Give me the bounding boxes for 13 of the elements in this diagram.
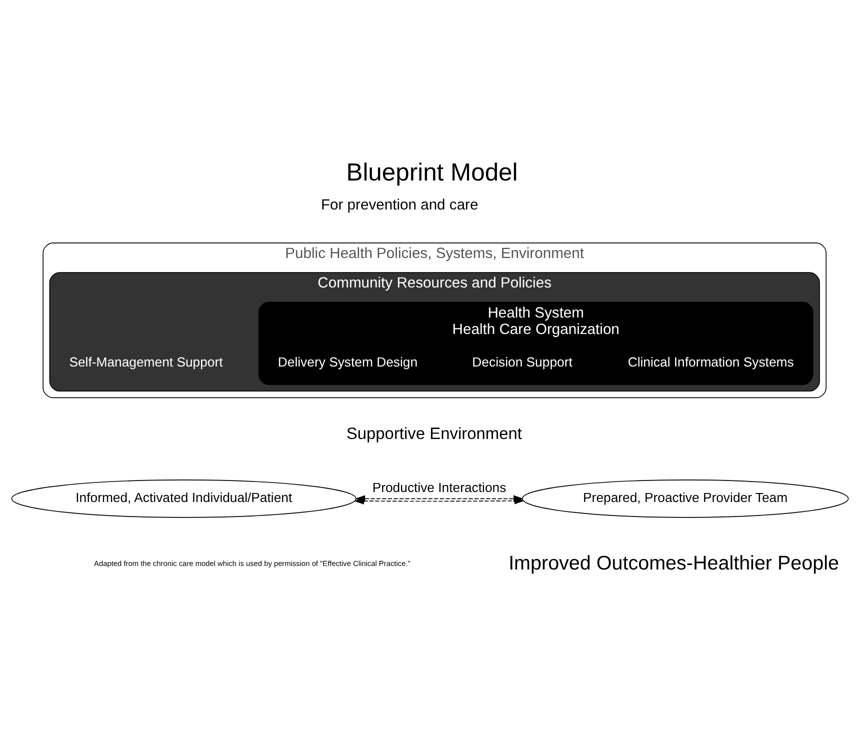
arrow: [355, 495, 524, 502]
node-text: Delivery System Design: [278, 354, 418, 370]
label: For prevention and care: [320, 197, 478, 214]
label: Supportive Environment: [346, 424, 522, 443]
node-text: Clinical Information Systems: [628, 354, 794, 370]
edge-label: Productive Interactions: [372, 480, 506, 495]
node-ellipse: Informed, Activated Individual/Patient: [11, 480, 356, 518]
diagram-title: Blueprint Model: [346, 159, 518, 186]
node-text: Decision Support: [472, 354, 572, 370]
node-text: Self-Management Support: [69, 354, 223, 370]
node-ellipse: Prepared, Proactive Provider Team: [522, 480, 849, 518]
label: Improved Outcomes-Healthier People: [508, 552, 839, 574]
label: Adapted from the chronic care model which is used by permission of "Effective Clinical Practice.": [94, 559, 410, 568]
